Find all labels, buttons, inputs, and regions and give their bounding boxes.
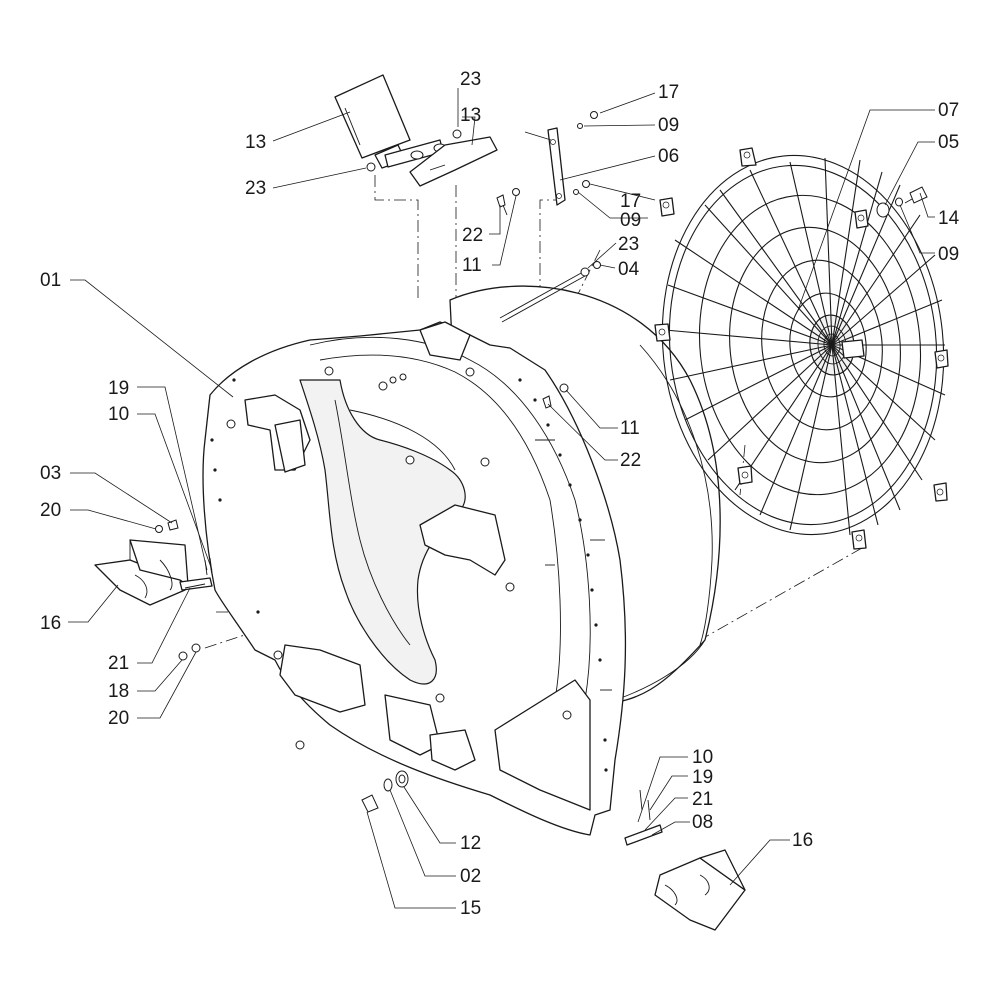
callout-11-top: 11 xyxy=(462,255,482,276)
callout-08: 08 xyxy=(692,812,714,833)
callout-18: 18 xyxy=(108,681,130,702)
callout-23-mid: 23 xyxy=(618,234,640,255)
callout-11-mid: 11 xyxy=(620,418,640,439)
callout-10-right: 10 xyxy=(692,747,714,768)
callout-23-top: 23 xyxy=(460,69,482,90)
callout-16-left: 16 xyxy=(40,613,62,634)
leader-lines xyxy=(68,88,935,909)
callout-22-top: 22 xyxy=(462,225,484,246)
bottom-bolt-parts xyxy=(361,770,409,813)
callout-17-mid: 17 xyxy=(620,191,642,212)
callout-13-right: 13 xyxy=(460,105,482,126)
callout-05: 05 xyxy=(938,132,960,153)
callout-21-right: 21 xyxy=(692,789,714,810)
callout-17-top: 17 xyxy=(658,82,680,103)
callout-03: 03 xyxy=(40,463,62,484)
callout-09-right: 09 xyxy=(938,244,960,265)
callout-01: 01 xyxy=(40,270,62,291)
callout-16-right: 16 xyxy=(792,830,814,851)
callout-09-top: 09 xyxy=(658,115,680,136)
fan-housing xyxy=(202,285,721,836)
callout-20-upper: 20 xyxy=(40,500,62,521)
callout-14: 14 xyxy=(938,208,960,229)
right-foot-parts xyxy=(624,789,746,931)
callout-22-mid: 22 xyxy=(620,450,642,471)
callout-15: 15 xyxy=(460,898,482,919)
grille-fasteners xyxy=(876,186,928,218)
callout-12: 12 xyxy=(460,833,482,854)
callout-04: 04 xyxy=(618,259,640,280)
fan-guard-grille xyxy=(654,147,949,550)
callout-07: 07 xyxy=(938,100,960,121)
callout-09-mid: 09 xyxy=(620,210,642,231)
callout-23-left: 23 xyxy=(245,178,267,199)
left-foot-parts xyxy=(94,519,213,661)
callout-19-left: 19 xyxy=(108,378,130,399)
callout-19-right: 19 xyxy=(692,767,714,788)
callout-10-left: 10 xyxy=(108,404,130,425)
callout-06: 06 xyxy=(658,146,680,167)
grille-mounting-ears xyxy=(654,147,949,550)
callout-13-left: 13 xyxy=(245,132,267,153)
callout-20-lower: 20 xyxy=(108,708,130,729)
callout-21-left: 21 xyxy=(108,653,130,674)
top-bracket-parts xyxy=(334,74,601,409)
callout-02: 02 xyxy=(460,866,482,887)
